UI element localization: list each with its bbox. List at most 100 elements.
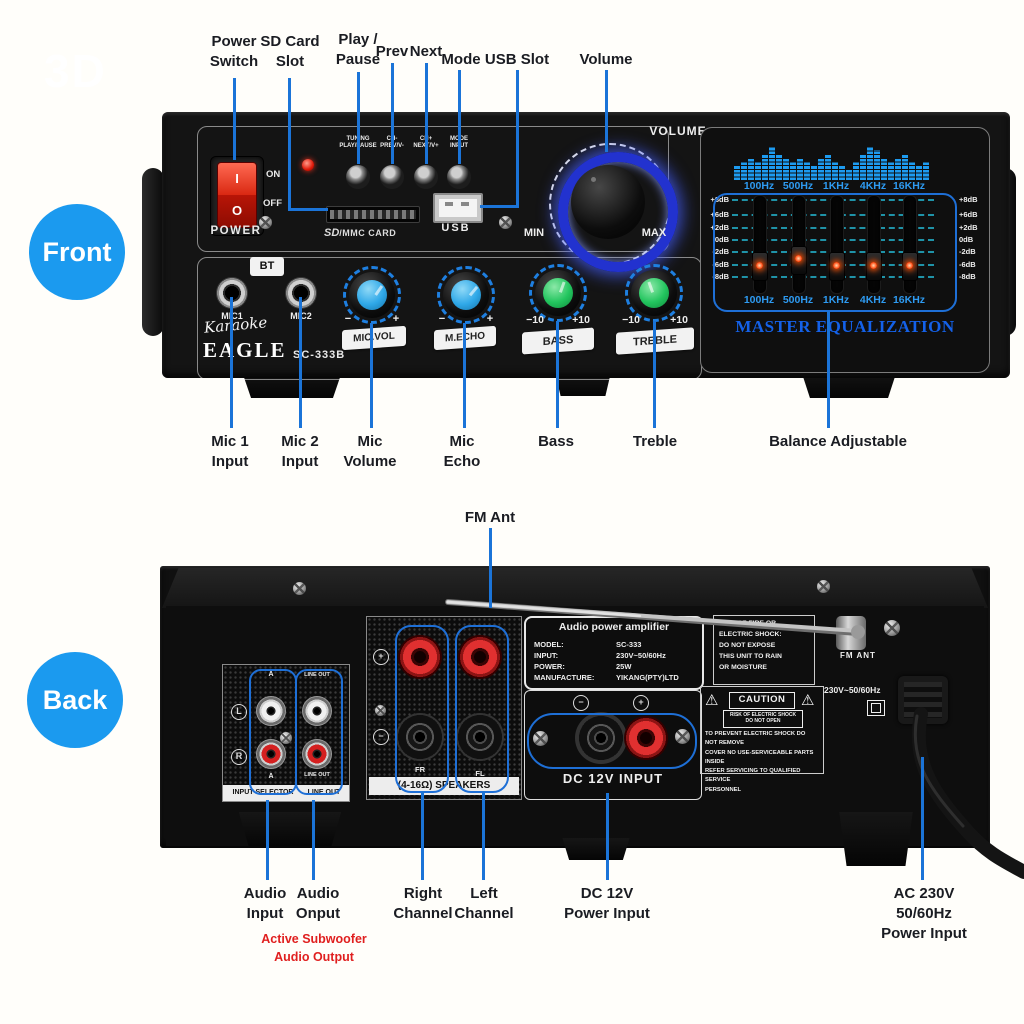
eq-spectrum-display xyxy=(734,146,932,180)
front-left-handle xyxy=(142,168,164,336)
spectrum-bar xyxy=(916,165,922,180)
back-foot-right xyxy=(839,812,913,866)
rca-right-symbol: R xyxy=(231,749,247,765)
warning-box: RISK OF FIRE OR ELECTRIC SHOCK: DO NOT E… xyxy=(713,615,815,685)
spectrum-bar xyxy=(734,165,740,180)
nameplate-model-key: MODEL: xyxy=(534,640,564,649)
dc-plus-symbol: + xyxy=(633,695,649,711)
leader-audio-output xyxy=(312,800,315,880)
eq-slider-led xyxy=(755,261,763,269)
fl-black-terminal xyxy=(456,713,504,761)
fm-ant-label: FM ANT xyxy=(840,651,876,660)
bass-max: +10 xyxy=(572,314,590,326)
spectrum-bar xyxy=(867,146,873,180)
mic-volume-knob-cap xyxy=(357,280,387,310)
next-button xyxy=(414,165,438,189)
back-badge: Back xyxy=(27,652,123,748)
power-plug-ribs xyxy=(904,682,942,718)
warning-triangle-exclamation-icon: ⚠ xyxy=(801,692,815,709)
spectrum-bar xyxy=(825,154,831,180)
eq-freq-label: 1KHz xyxy=(822,180,850,192)
usb-label: USB xyxy=(441,222,471,234)
nameplate-manufacture-key: MANUFACTURE: xyxy=(534,673,595,682)
caution-sub-box: RISK OF ELECTRIC SHOCK DO NOT OPEN xyxy=(723,710,803,728)
leader-power xyxy=(233,78,236,160)
leader-right-channel xyxy=(421,791,424,880)
spectrum-bar xyxy=(888,161,894,180)
power-off-label: OFF xyxy=(263,198,282,209)
back-screw-top-left xyxy=(293,582,306,595)
rca-a-top-label: A xyxy=(268,671,274,678)
prev-button xyxy=(380,165,404,189)
eq-freq-label: 500Hz xyxy=(782,294,814,306)
eq-db-label-left: +6dB xyxy=(710,210,729,219)
spectrum-bar xyxy=(860,154,866,180)
leader-play xyxy=(357,72,360,164)
callout-mic-volume: Mic Volume xyxy=(343,433,397,470)
nameplate-input-val: 230V~50/60Hz xyxy=(616,651,666,660)
rca-left-symbol: L xyxy=(231,704,247,720)
leader-volume xyxy=(605,70,608,152)
power-on-label: ON xyxy=(266,169,281,180)
voltage-label: 230V~50/60Hz xyxy=(824,685,881,695)
sd-logo: SD xyxy=(324,227,340,239)
spectrum-bar xyxy=(839,165,845,180)
callout-power-switch: Power Switch xyxy=(209,33,259,70)
power-plug xyxy=(898,676,948,724)
eq-db-label-right: 0dB xyxy=(959,235,974,244)
mic-volume-pointer xyxy=(373,285,383,296)
callout-audio-output: Audio Onput xyxy=(295,885,341,922)
brand-name: EAGLE xyxy=(203,338,287,362)
mic-volume-knob-ring xyxy=(343,266,401,324)
callout-prev: Prev xyxy=(375,43,409,60)
bass-knob xyxy=(529,264,587,322)
caution-header: CAUTION xyxy=(729,692,795,709)
warning-triangle-lightning-icon: ⚠ xyxy=(705,692,719,709)
panel-screw-right xyxy=(499,216,512,229)
rca-jack-input-right xyxy=(256,739,286,769)
callout-sd-card-slot: SD Card Slot xyxy=(260,33,320,70)
warning-line-3: DO NOT EXPOSE xyxy=(719,641,776,649)
leader-bass xyxy=(556,321,559,428)
double-insulation-inner xyxy=(871,703,881,713)
callout-volume: Volume xyxy=(579,51,633,68)
eq-slider-led xyxy=(794,255,802,262)
mic-echo-plus: + xyxy=(486,313,494,325)
warning-line-4: THIS UNIT TO RAIN xyxy=(719,652,782,660)
volume-min-label: MIN xyxy=(523,227,545,239)
warning-line-1: RISK OF FIRE OR xyxy=(719,620,777,627)
callout-play-pause: Play / Pause xyxy=(335,31,381,68)
eq-slider-led xyxy=(905,261,913,269)
mic-echo-minus: − xyxy=(438,313,446,325)
rca-a-bottom-label: A xyxy=(268,773,274,780)
eq-freq-label: 16KHz xyxy=(892,180,926,192)
eq-freq-label: 100Hz xyxy=(743,180,775,192)
caution-body-2: COVER NO USE-SERVICEABLE PARTS INSIDE xyxy=(705,749,814,765)
callout-mode: Mode xyxy=(441,51,481,68)
mic-echo-knob-ring xyxy=(437,266,495,324)
back-screw-top-right xyxy=(817,580,830,593)
rca-jack-lineout-left xyxy=(302,696,332,726)
caution-body-1: TO PREVENT ELECTRIC SHOCK DO NOT REMOVE xyxy=(705,731,806,747)
rca-jack-input-left xyxy=(256,696,286,726)
leader-prev xyxy=(391,63,394,164)
eq-slider-box xyxy=(713,193,957,312)
dc-input-label: DC 12V INPUT xyxy=(562,771,664,786)
rca-plate: A LINE OUT L R A LINE OUT INPUT SELECTOR… xyxy=(222,664,350,802)
sd-card-slot xyxy=(326,206,420,223)
mic-vol-minus: − xyxy=(344,313,352,325)
callout-left-channel: Left Channel xyxy=(454,885,514,922)
amplifier-front-panel: I O ON OFF POWER TUNINGPLAY/PAUSE CH-PRE… xyxy=(162,112,1010,380)
treble-pointer xyxy=(646,281,654,293)
caution-sub1: RISK OF ELECTRIC SHOCK xyxy=(729,712,797,718)
rca-input-outline xyxy=(249,669,297,795)
nameplate: Audio power amplifier MODEL: SC-333 INPU… xyxy=(524,616,704,690)
eq-db-label-left: -2dB xyxy=(712,247,729,256)
eq-slider-led xyxy=(832,261,840,269)
spectrum-bar xyxy=(853,161,859,180)
callout-usb-slot: USB Slot xyxy=(484,51,550,68)
spectrum-bar xyxy=(902,154,908,180)
nameplate-power-key: POWER: xyxy=(534,662,565,671)
volume-knob-dot xyxy=(591,177,596,182)
